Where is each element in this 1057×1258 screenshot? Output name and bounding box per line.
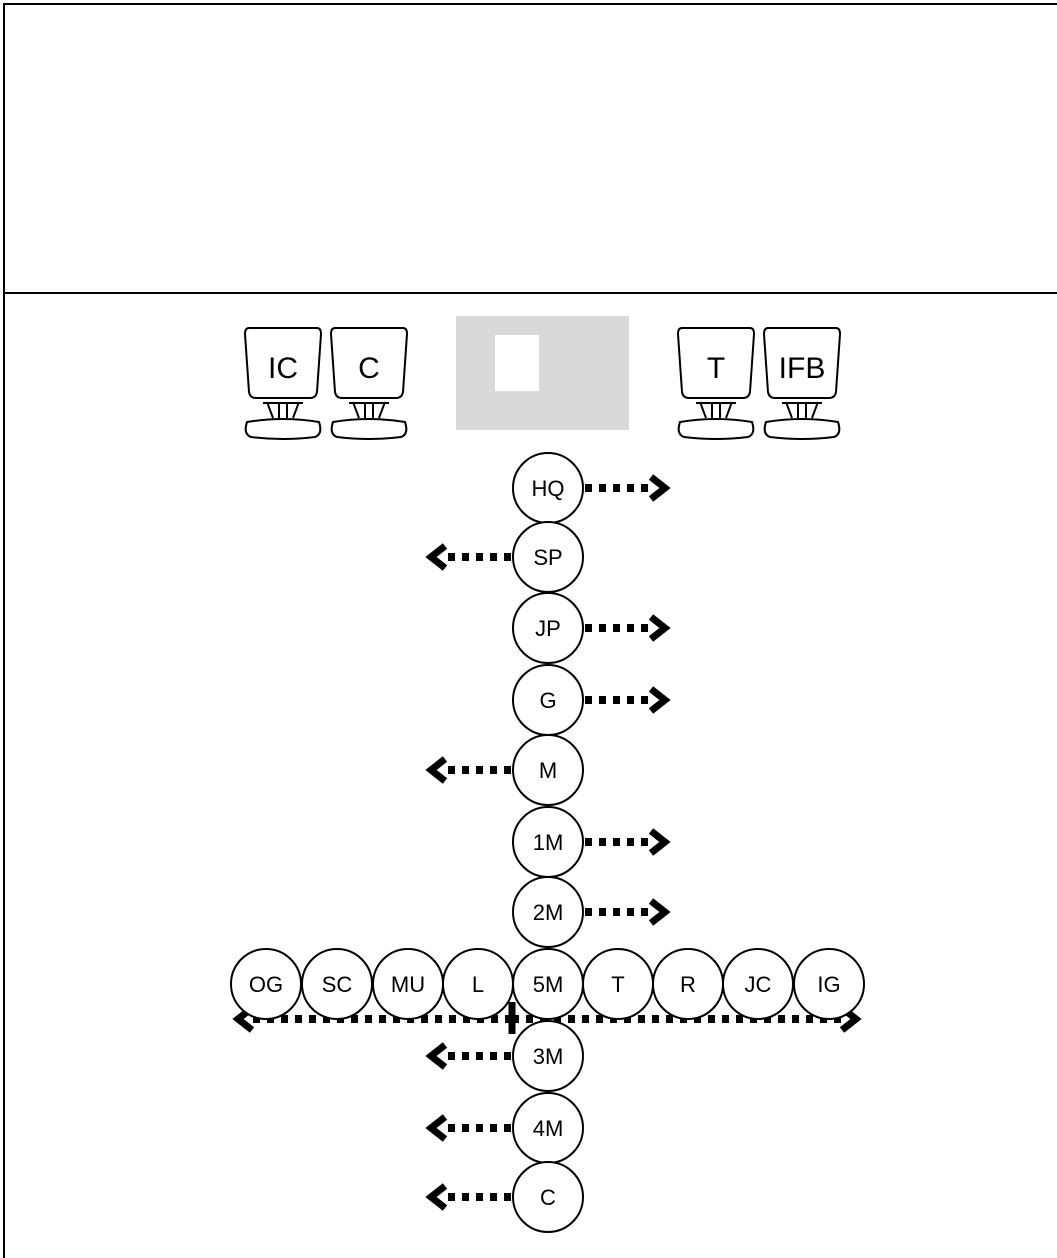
seat-cushion	[677, 418, 755, 440]
dotted-arrow	[585, 474, 671, 502]
dotted-arrow	[585, 898, 671, 926]
position-node: HQ	[512, 452, 584, 524]
seat-label: T	[707, 352, 725, 385]
seat-leg	[266, 401, 274, 419]
position-node: R	[652, 948, 724, 1020]
node-label: R	[680, 972, 696, 997]
position-node: SP	[512, 521, 584, 593]
arrow-head-left-icon	[425, 1183, 448, 1211]
arrow-head-left-icon	[425, 1042, 448, 1070]
arrow-head-right-icon	[648, 686, 671, 714]
node-circle	[512, 1020, 584, 1092]
arrow-head-left-icon	[425, 543, 448, 571]
dotted-arrow	[585, 686, 671, 714]
seat-back	[243, 327, 323, 399]
position-node: T	[582, 948, 654, 1020]
node-label: M	[539, 758, 557, 783]
seat-back	[329, 327, 409, 399]
node-label: SC	[322, 972, 353, 997]
dotted-arrow	[585, 828, 671, 856]
position-node: JP	[512, 592, 584, 664]
node-label: L	[472, 972, 484, 997]
seat-leg	[699, 401, 707, 419]
node-label: 4M	[533, 1116, 564, 1141]
position-node: M	[512, 734, 584, 806]
node-label: T	[611, 972, 624, 997]
position-node: 3M	[512, 1020, 584, 1092]
seat-back	[676, 327, 756, 399]
nodes-layer: HQ SP JP G M 1M 2M OG SC MU L 5M T R JC IG 3M 4M C	[230, 452, 865, 1233]
seat-leg	[378, 401, 386, 419]
node-circle	[512, 592, 584, 664]
outer-frame	[3, 3, 1057, 1258]
dotted-arrow	[425, 1114, 511, 1142]
node-circle	[512, 734, 584, 806]
arrow-head-right-icon	[648, 898, 671, 926]
seat-leg	[725, 401, 733, 419]
seat-leg	[785, 401, 793, 419]
seat-leg	[811, 401, 819, 419]
node-circle	[793, 948, 865, 1020]
dotted-arrow	[425, 1183, 511, 1211]
node-label: JP	[535, 616, 561, 641]
seat-back	[762, 327, 842, 399]
node-label: 1M	[533, 830, 564, 855]
seat-t: T	[676, 327, 756, 440]
seat-label: C	[358, 352, 380, 385]
position-node: C	[512, 1161, 584, 1233]
seat-cushion	[330, 418, 408, 440]
node-label: SP	[533, 545, 562, 570]
node-label: C	[540, 1185, 556, 1210]
position-node: 5M	[512, 948, 584, 1020]
position-node: OG	[230, 948, 302, 1020]
arrow-head-left-icon	[425, 1114, 448, 1142]
position-node: IG	[793, 948, 865, 1020]
node-circle	[512, 1161, 584, 1233]
arrow-head-left-icon	[425, 756, 448, 784]
arrows-layer	[232, 474, 862, 1211]
position-node: MU	[372, 948, 444, 1020]
node-circle	[512, 876, 584, 948]
seat-label: IC	[268, 352, 298, 385]
dotted-arrow	[425, 1042, 511, 1070]
position-node: JC	[722, 948, 794, 1020]
node-label: HQ	[532, 476, 565, 501]
arrow-head-right-icon	[648, 474, 671, 502]
seat-ifb: IFB	[762, 327, 842, 440]
arrow-head-right-icon	[648, 614, 671, 642]
arrow-head-right-icon	[648, 828, 671, 856]
node-label: G	[539, 688, 556, 713]
header-area	[5, 5, 1056, 292]
seat-cushion	[763, 418, 841, 440]
node-label: 3M	[533, 1044, 564, 1069]
seat-leg	[352, 401, 360, 419]
node-label: MU	[391, 972, 425, 997]
seat-leg	[292, 401, 300, 419]
position-node: 1M	[512, 806, 584, 878]
seat-ic: IC	[243, 327, 323, 440]
dotted-arrow	[425, 543, 511, 571]
position-node: 4M	[512, 1092, 584, 1164]
node-label: IG	[817, 972, 840, 997]
seats-layer: IC C T IFB	[243, 327, 842, 440]
node-label: 2M	[533, 900, 564, 925]
seat-cushion	[244, 418, 322, 440]
position-node: L	[442, 948, 514, 1020]
dotted-arrow	[425, 756, 511, 784]
seat-c: C	[329, 327, 409, 440]
podium-window	[495, 335, 539, 391]
position-node: G	[512, 664, 584, 736]
node-label: JC	[745, 972, 772, 997]
dotted-arrow	[585, 614, 671, 642]
position-node: 2M	[512, 876, 584, 948]
node-label: OG	[249, 972, 283, 997]
podium	[456, 316, 629, 430]
seat-label: IFB	[779, 352, 826, 385]
node-label: 5M	[533, 972, 564, 997]
position-node: SC	[301, 948, 373, 1020]
